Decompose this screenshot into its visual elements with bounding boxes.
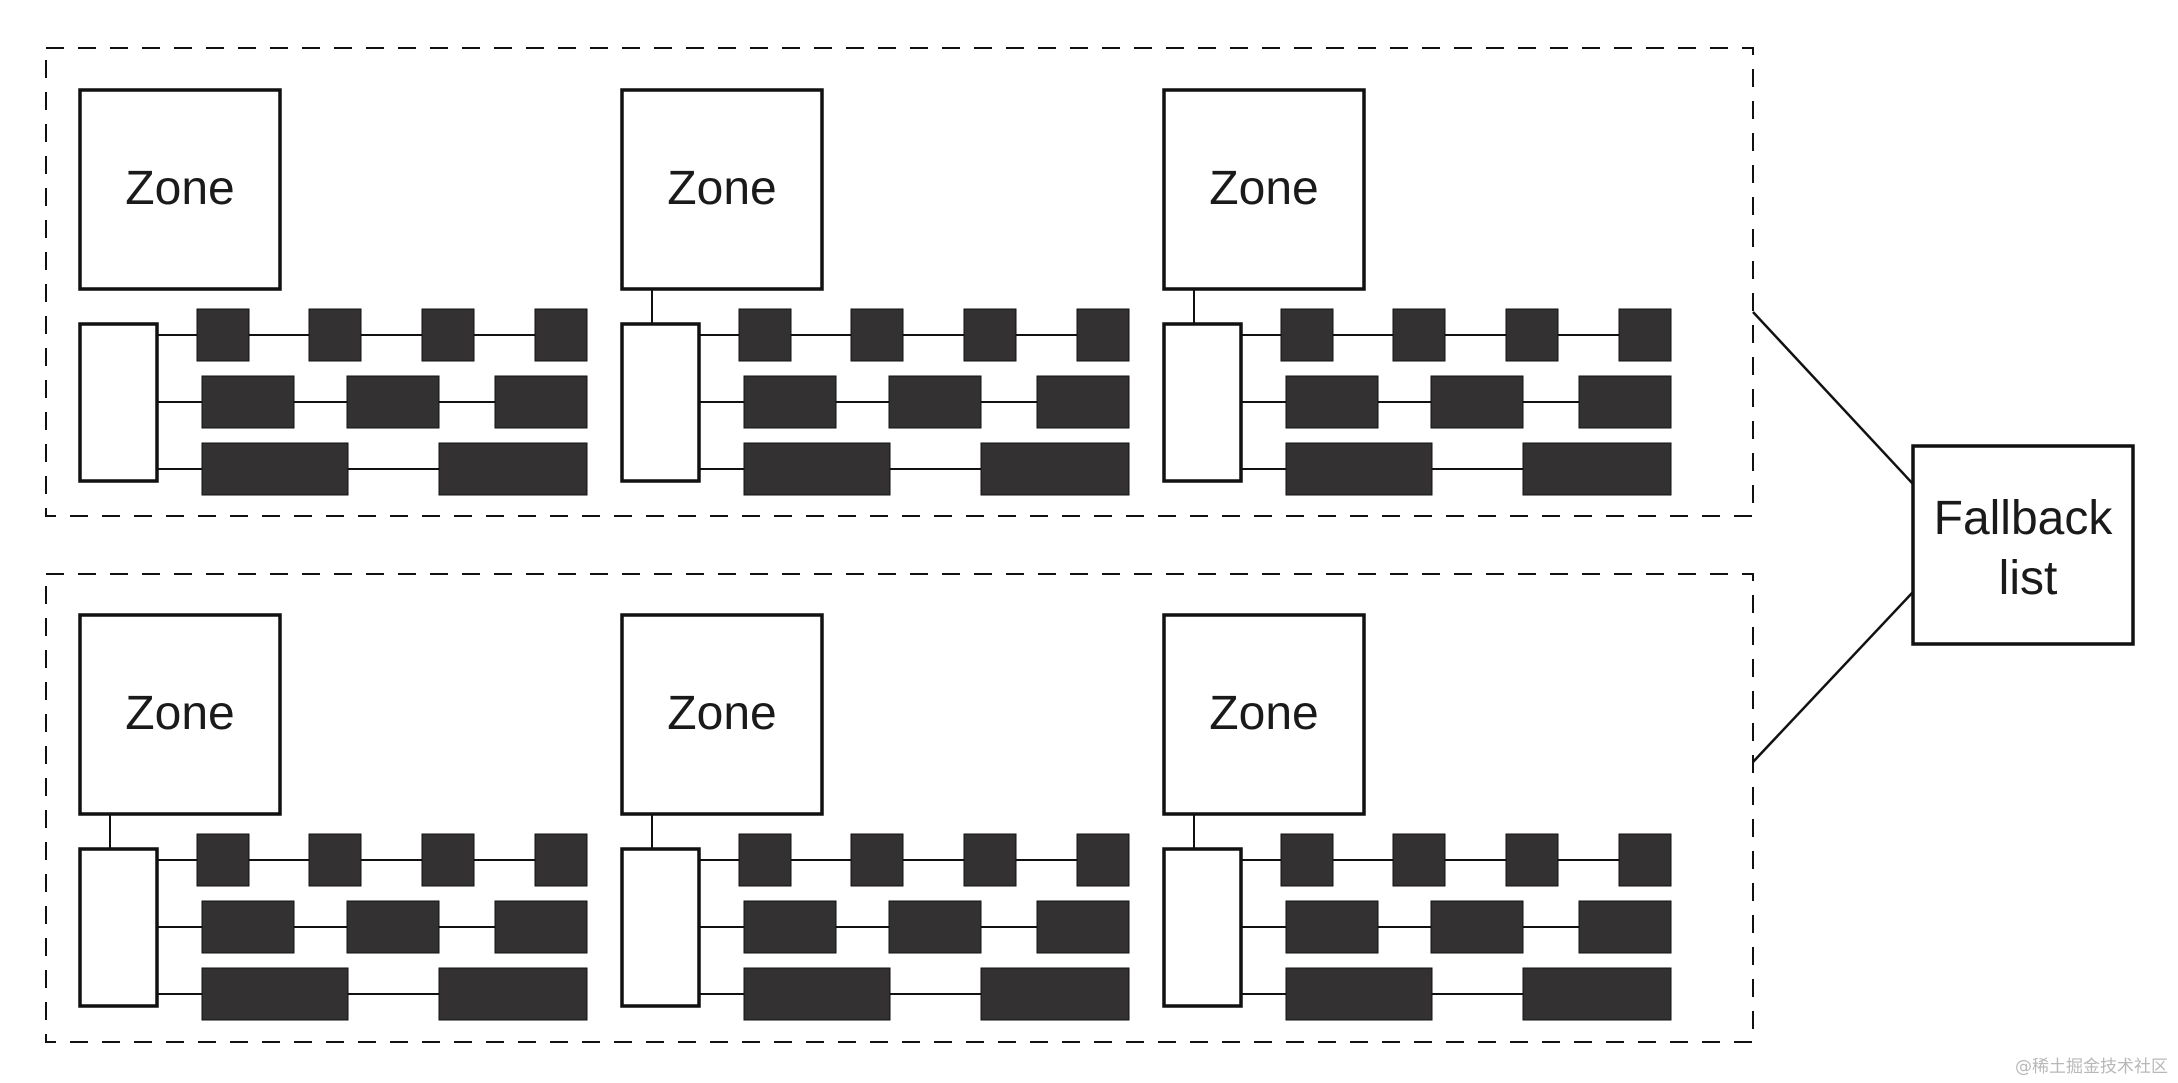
memory-block (1285, 967, 1433, 1021)
memory-block (1505, 308, 1559, 362)
memory-block (1618, 308, 1672, 362)
free-list-head (78, 322, 159, 483)
zone-label: Zone (1209, 687, 1318, 740)
zone-box (1162, 613, 1366, 816)
memory-block (1280, 833, 1334, 887)
memory-block (1036, 900, 1130, 954)
memory-block (1578, 375, 1672, 429)
memory-block (1430, 375, 1524, 429)
memory-block (1392, 833, 1446, 887)
memory-block (534, 833, 588, 887)
memory-block (1430, 900, 1524, 954)
memory-block (1285, 442, 1433, 496)
zone-unit: Zone (78, 88, 588, 496)
memory-block (743, 442, 891, 496)
zone-unit: Zone (78, 613, 588, 1021)
fallback-list-label-line2: list (1999, 552, 2058, 605)
memory-block (1522, 967, 1672, 1021)
free-list-head (620, 847, 701, 1008)
zone-label: Zone (1209, 162, 1318, 215)
fallback-connector-top (1752, 311, 1914, 485)
memory-block (1036, 375, 1130, 429)
memory-block (308, 308, 362, 362)
memory-block (196, 308, 250, 362)
fallback-list-box (1911, 444, 2135, 646)
memory-block (201, 442, 349, 496)
zone-box (620, 88, 824, 291)
fallback-list-label-line1: Fallback (1934, 492, 2114, 545)
memory-block (743, 967, 891, 1021)
zone-label: Zone (125, 687, 234, 740)
zone-box (78, 613, 282, 816)
memory-block (980, 967, 1130, 1021)
memory-block (346, 375, 440, 429)
memory-block (438, 442, 588, 496)
zone-label: Zone (125, 162, 234, 215)
memory-block (421, 833, 475, 887)
memory-block (738, 833, 792, 887)
free-list-head (1162, 322, 1243, 483)
memory-block (1285, 375, 1379, 429)
memory-block (421, 308, 475, 362)
memory-block (494, 375, 588, 429)
zone-unit: Zone (1162, 88, 1672, 496)
memory-block (438, 967, 588, 1021)
memory-block (1618, 833, 1672, 887)
memory-block (201, 375, 295, 429)
zone-box (1162, 88, 1366, 291)
free-list-head (78, 847, 159, 1008)
zone-unit: Zone (620, 88, 1130, 496)
memory-block (494, 900, 588, 954)
memory-block (201, 967, 349, 1021)
memory-block (1392, 308, 1446, 362)
memory-block (1280, 308, 1334, 362)
zone-box (620, 613, 824, 816)
memory-block (963, 308, 1017, 362)
memory-block (743, 375, 837, 429)
memory-block (346, 900, 440, 954)
memory-block (201, 900, 295, 954)
memory-block (1076, 308, 1130, 362)
zone-unit: Zone (620, 613, 1130, 1021)
memory-block (1076, 833, 1130, 887)
memory-block (1505, 833, 1559, 887)
watermark-text: @稀土掘金技术社区 (2015, 1057, 2168, 1077)
zone-label: Zone (667, 162, 776, 215)
memory-block (980, 442, 1130, 496)
zone-unit: Zone (1162, 613, 1672, 1021)
memory-block (196, 833, 250, 887)
memory-block (963, 833, 1017, 887)
memory-block (1285, 900, 1379, 954)
memory-block (888, 900, 982, 954)
memory-block (308, 833, 362, 887)
memory-block (534, 308, 588, 362)
memory-block (738, 308, 792, 362)
zone-box (78, 88, 282, 291)
fallback-connector-bottom (1752, 591, 1914, 763)
memory-block (850, 833, 904, 887)
free-list-head (1162, 847, 1243, 1008)
free-list-head (620, 322, 701, 483)
memory-block (743, 900, 837, 954)
memory-block (850, 308, 904, 362)
zone-label: Zone (667, 687, 776, 740)
memory-block (1522, 442, 1672, 496)
memory-block (1578, 900, 1672, 954)
memory-block (888, 375, 982, 429)
